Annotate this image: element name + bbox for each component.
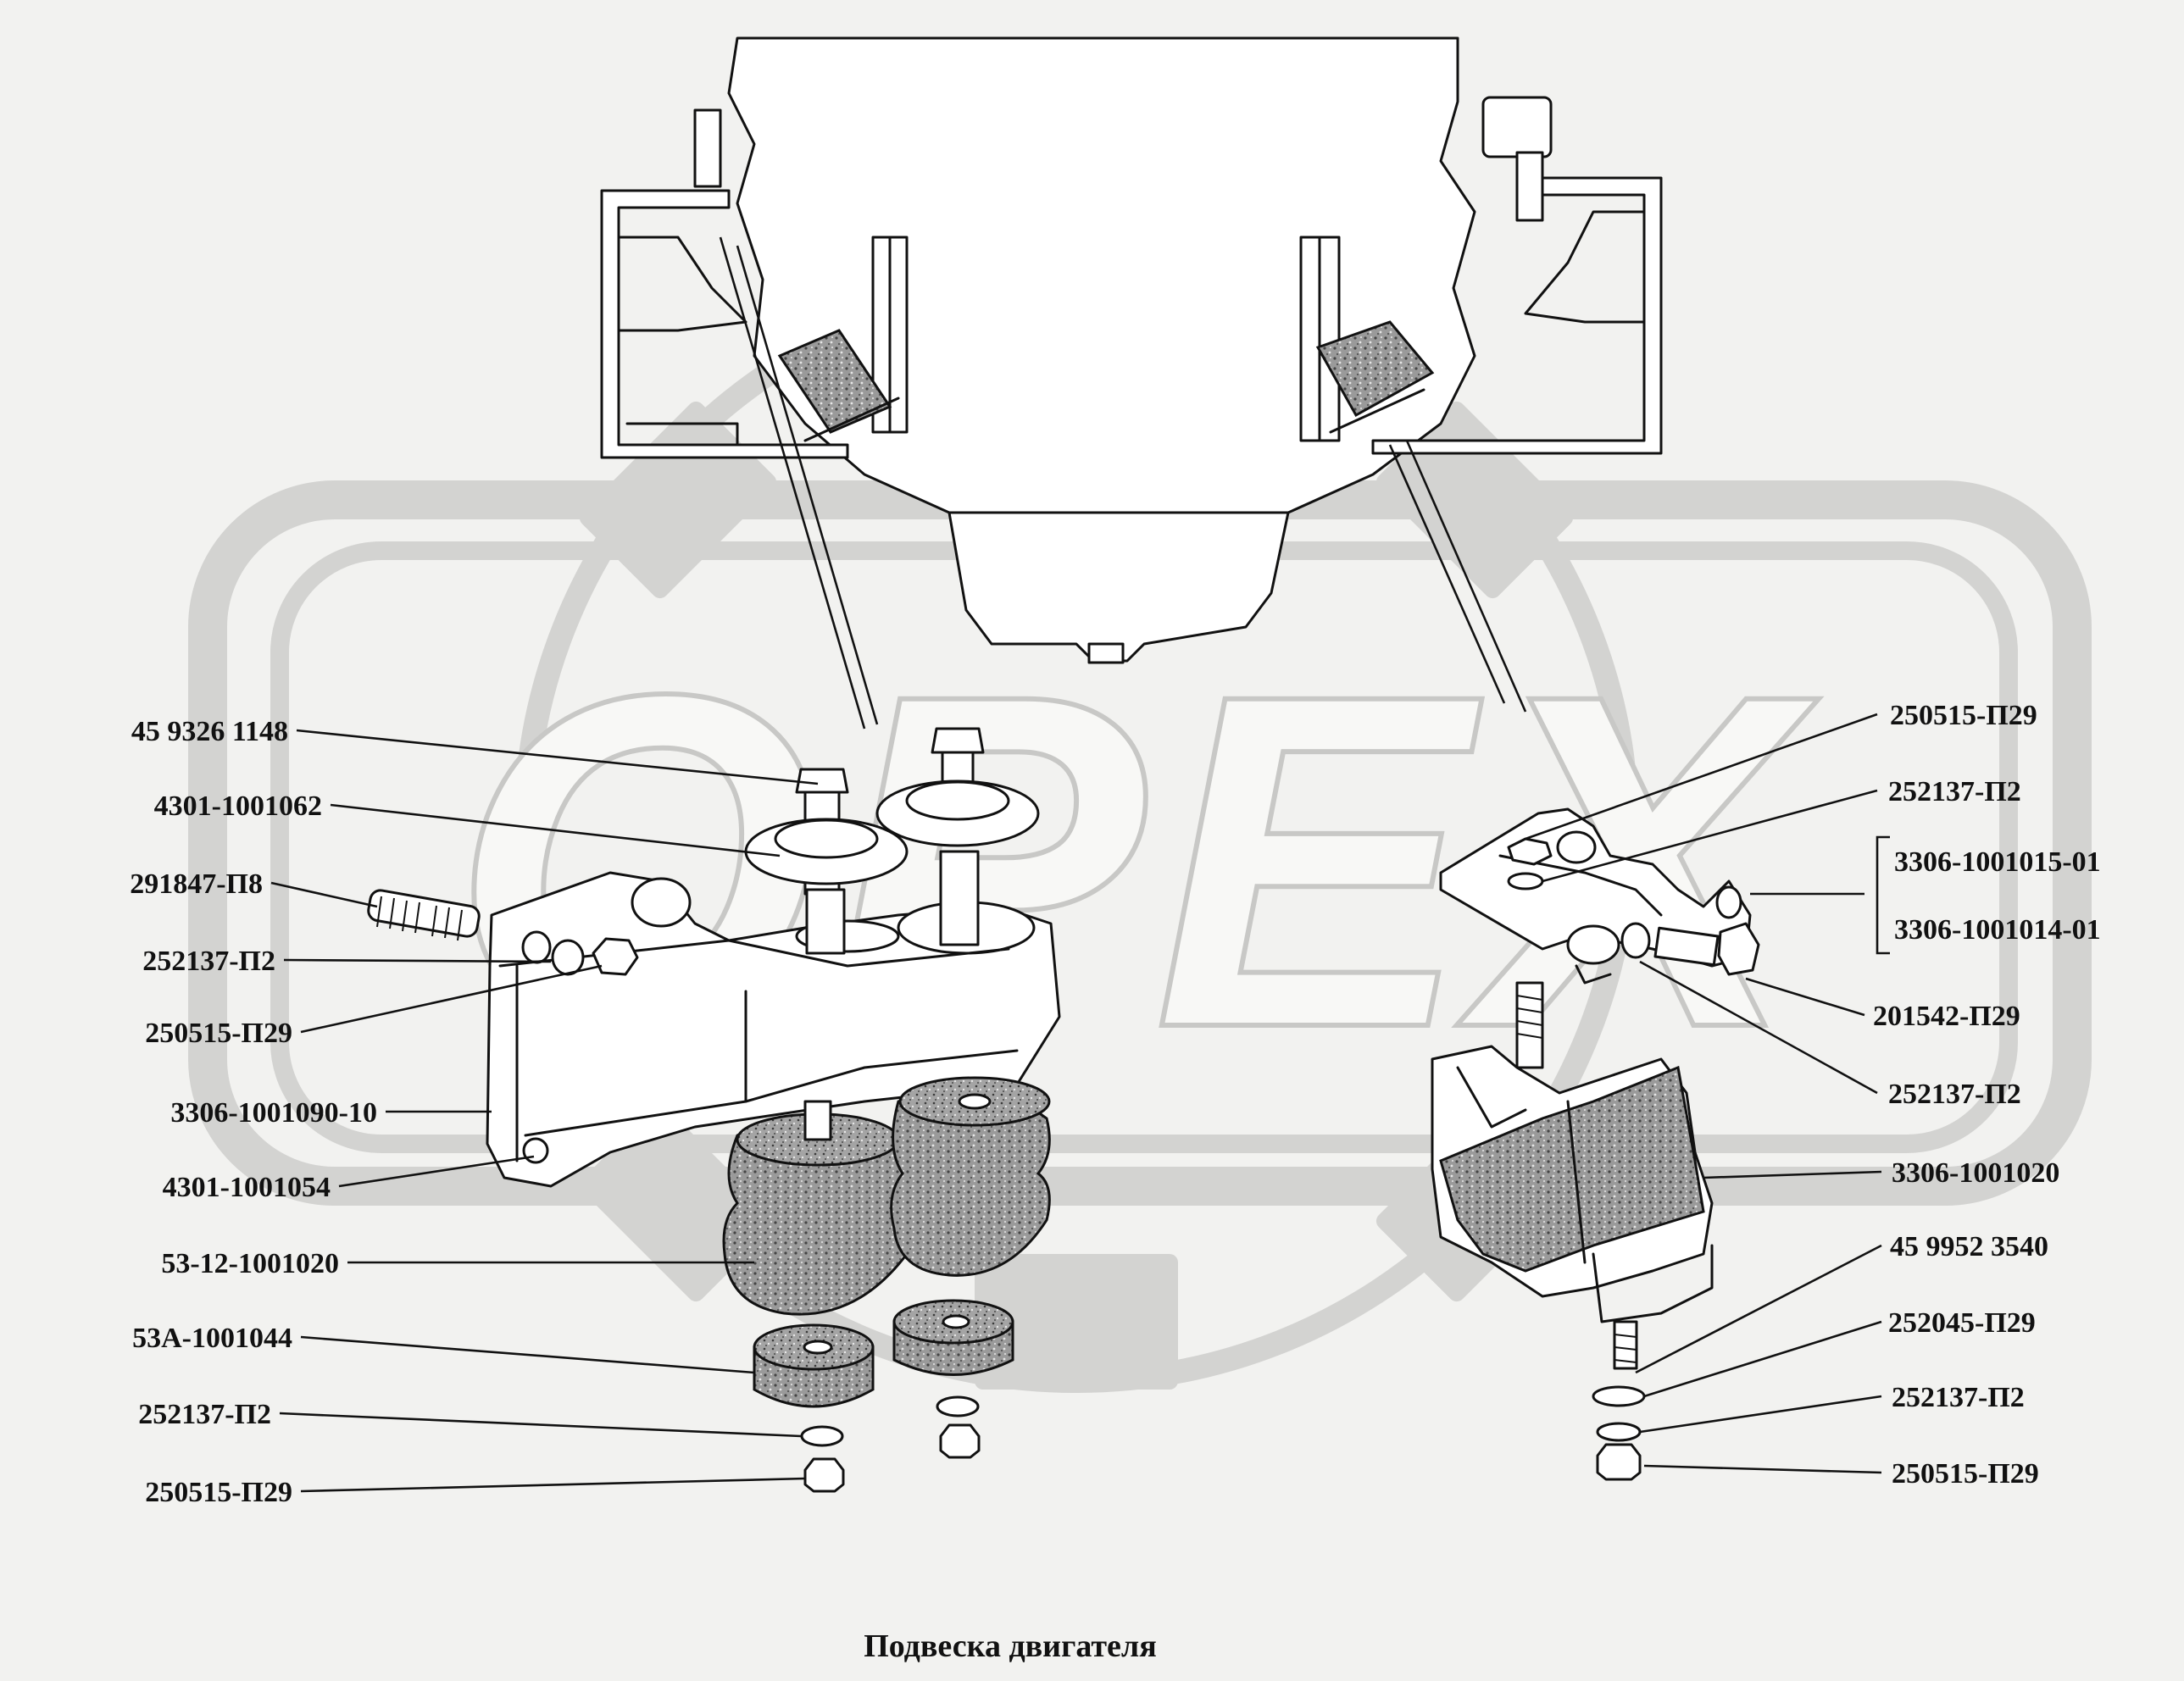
label-left-3: 291847-П8: [130, 868, 263, 900]
rear-flat-washer: [1592, 1385, 1646, 1407]
label-left-1: 45 9326 1148: [131, 716, 288, 747]
label-right-1: 250515-П29: [1890, 700, 2037, 731]
label-right-9: 252045-П29: [1888, 1307, 2036, 1339]
cup-washer-right: [875, 779, 1040, 847]
bolt-201542: [1620, 922, 1760, 976]
label-left-5: 250515-П29: [145, 1018, 292, 1049]
rear-rubber-mount: [1431, 1045, 1714, 1323]
leader-lines: [270, 713, 1890, 1493]
label-left-8: 53-12-1001020: [161, 1248, 339, 1279]
label-right-3: 3306-1001015-01: [1894, 846, 2101, 878]
label-right-11: 250515-П29: [1892, 1458, 2039, 1490]
label-left-7: 4301-1001054: [163, 1172, 331, 1203]
rubber-pads: [753, 1299, 1014, 1408]
label-right-10: 252137-П2: [1892, 1382, 2025, 1413]
rear-bottom-nut: [1596, 1443, 1642, 1481]
cup-washer-left: [744, 818, 909, 885]
bottom-nut-right: [939, 1423, 981, 1459]
rubber-cushion-pair: [722, 1076, 1051, 1316]
engine-block-illustration: [600, 36, 1663, 664]
stud-291847: [367, 889, 481, 941]
rear-mount-assembly: [1431, 807, 1760, 1481]
nut-side: [592, 937, 639, 976]
part-labels-left: 45 9326 1148 4301-1001062 291847-П8 2521…: [130, 716, 377, 1508]
label-left-4: 252137-П2: [142, 946, 275, 977]
label-right-8: 45 9952 3540: [1890, 1231, 2048, 1262]
label-right-5: 201542-П29: [1873, 1001, 2020, 1032]
perspective-guides: [719, 236, 1527, 730]
label-left-6: 3306-1001090-10: [170, 1097, 377, 1129]
front-mount-assembly: [367, 727, 1061, 1493]
bottom-washer-right: [936, 1395, 980, 1417]
rear-top-washer: [1507, 872, 1544, 890]
bottom-nut-left: [803, 1457, 845, 1493]
label-left-11: 250515-П29: [145, 1477, 292, 1508]
bottom-washer-left: [800, 1425, 844, 1447]
label-left-9: 53А-1001044: [132, 1323, 292, 1354]
label-left-2: 4301-1001062: [154, 791, 322, 822]
rear-spring-washer: [1596, 1422, 1642, 1442]
label-right-2: 252137-П2: [1888, 776, 2021, 807]
label-right-7: 3306-1001020: [1892, 1157, 2059, 1189]
spring-washer-side: [551, 939, 585, 976]
part-labels-right: 250515-П29 252137-П2 3306-1001015-01 330…: [1873, 700, 2101, 1490]
label-left-10: 252137-П2: [138, 1399, 271, 1430]
label-right-6: 252137-П2: [1888, 1079, 2021, 1110]
label-right-4: 3306-1001014-01: [1894, 914, 2101, 946]
diagram-title: Подвеска двигателя: [864, 1628, 1157, 1664]
